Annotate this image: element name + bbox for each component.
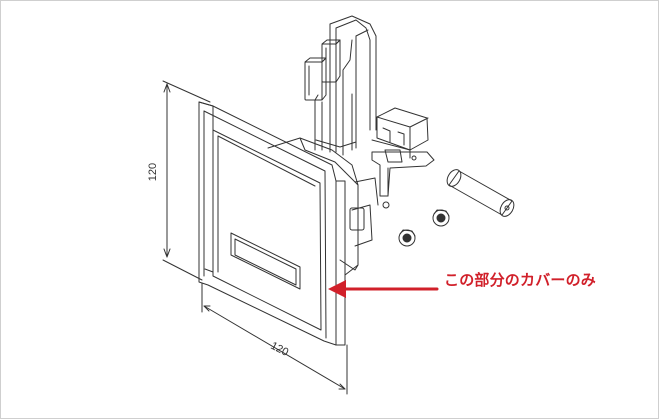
sensor-window — [230, 232, 301, 290]
callout-label: この部分のカバーのみ — [444, 271, 597, 289]
height-dimension — [162, 80, 211, 281]
height-dimension-label: 120 — [147, 163, 159, 181]
bracket-plate — [371, 139, 411, 159]
battery-cylinder — [446, 169, 515, 217]
nut-icon — [398, 229, 416, 247]
nut-icon — [432, 209, 450, 227]
connector-right — [321, 39, 341, 83]
battery-box — [376, 107, 429, 163]
width-dimension-label: 120 — [268, 340, 290, 359]
width-dimension — [201, 282, 348, 395]
mounting-bracket — [371, 151, 435, 197]
callout-arrow — [328, 280, 439, 298]
cover-plate — [198, 101, 346, 346]
housing-body — [267, 137, 390, 276]
cables — [314, 15, 377, 156]
connector-left — [304, 57, 327, 101]
